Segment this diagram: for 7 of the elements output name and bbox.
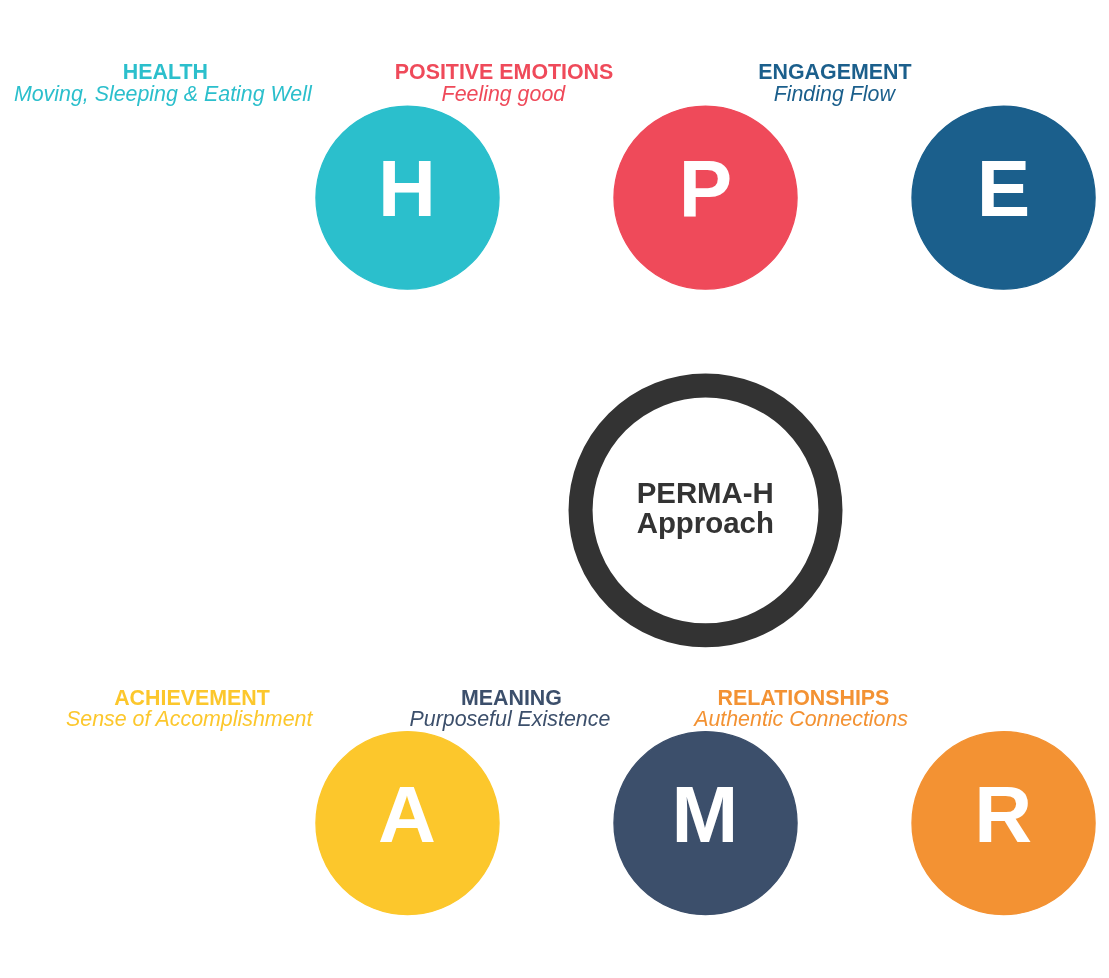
node-circle: M [613, 730, 798, 916]
node-circle: PERMA-H Approach [568, 373, 843, 648]
node-circle: R [911, 730, 1096, 916]
node-circle: A [315, 730, 500, 916]
node-circle: E [911, 105, 1096, 290]
node-circle: H [315, 105, 500, 290]
node-circle: P [613, 105, 798, 290]
